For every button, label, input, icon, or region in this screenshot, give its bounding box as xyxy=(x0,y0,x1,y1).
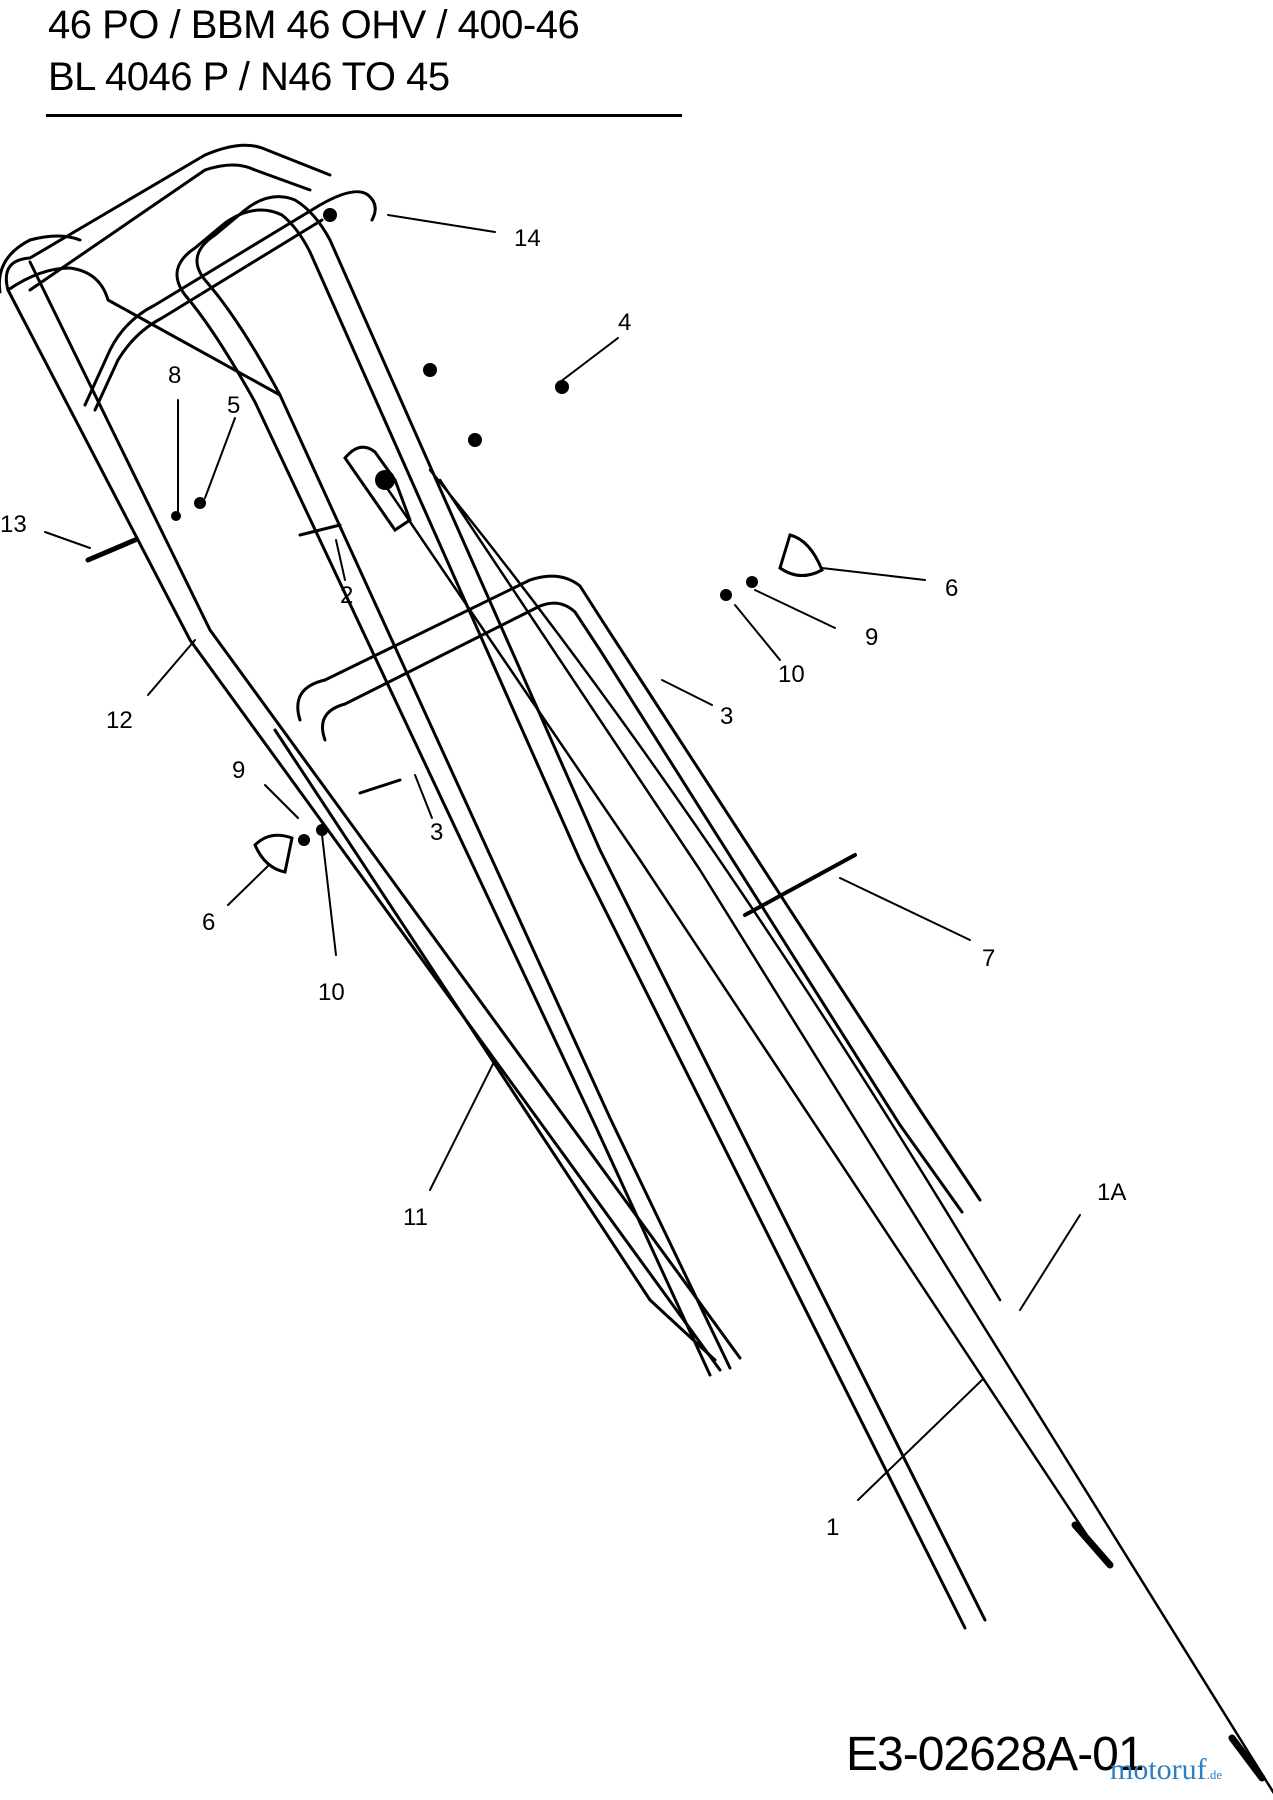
leader-lines xyxy=(44,214,1081,1501)
header-title-line-1: 46 PO / BBM 46 OHV / 400-46 xyxy=(48,3,580,47)
knob-6-upper xyxy=(778,533,824,577)
header-title-line-2: BL 4046 P / N46 TO 45 xyxy=(48,55,450,99)
label-1: 1 xyxy=(826,1514,839,1541)
bolt-2 xyxy=(298,523,342,537)
cable-end-fitting-1 xyxy=(1228,1734,1266,1782)
upper-handle-left-tube xyxy=(4,143,742,1372)
nut-4 xyxy=(555,380,569,394)
handle-hole-b xyxy=(423,363,437,377)
part-labels: 14 4 8 5 13 2 6 9 10 3 12 9 3 6 10 7 11 … xyxy=(0,225,1126,1541)
washer-9-upper xyxy=(746,576,758,588)
washer-10-lower xyxy=(316,824,328,836)
lower-handle xyxy=(273,574,982,1362)
washer-10-upper xyxy=(720,589,732,601)
throttle-lever xyxy=(343,445,412,533)
label-12: 12 xyxy=(106,707,133,734)
washer-9-lower xyxy=(298,834,310,846)
handle-hole-c xyxy=(468,433,482,447)
label-3-lower: 3 xyxy=(430,819,443,846)
nut-5 xyxy=(194,497,206,509)
control-bail xyxy=(83,190,377,412)
label-11: 11 xyxy=(403,1204,428,1231)
label-1a: 1A xyxy=(1097,1179,1126,1206)
label-10-upper: 10 xyxy=(778,661,805,688)
label-14: 14 xyxy=(514,225,541,252)
label-8: 8 xyxy=(168,362,181,389)
document-id: E3-02628A-01 xyxy=(846,1728,1145,1781)
lever-pivot xyxy=(375,470,395,490)
watermark-logo: motoruf.de xyxy=(1110,1752,1222,1793)
label-9-lower: 9 xyxy=(232,757,245,784)
label-6-upper: 6 xyxy=(945,575,958,602)
cable-tie-7 xyxy=(743,853,857,917)
label-2: 2 xyxy=(340,582,353,609)
label-4: 4 xyxy=(618,309,631,336)
handle-hole-a xyxy=(323,208,337,222)
label-9-upper: 9 xyxy=(865,624,878,651)
control-cables xyxy=(383,468,1273,1795)
cable-end-fitting-1a xyxy=(1071,1521,1114,1569)
knob-6-lower xyxy=(253,833,294,874)
washer-8 xyxy=(171,511,181,521)
label-3-upper: 3 xyxy=(720,703,733,730)
label-6-lower: 6 xyxy=(202,909,215,936)
label-7: 7 xyxy=(982,945,995,972)
bolt-3-lower xyxy=(358,778,402,795)
label-10-lower: 10 xyxy=(318,979,345,1006)
hardware-parts xyxy=(171,208,758,846)
label-5: 5 xyxy=(227,392,240,419)
watermark-tld: .de xyxy=(1206,1767,1223,1782)
bolt-13 xyxy=(85,537,138,563)
upper-handle xyxy=(0,195,987,1630)
header-rule xyxy=(46,114,682,117)
label-13: 13 xyxy=(0,511,27,538)
watermark-main: motoruf xyxy=(1110,1753,1207,1786)
